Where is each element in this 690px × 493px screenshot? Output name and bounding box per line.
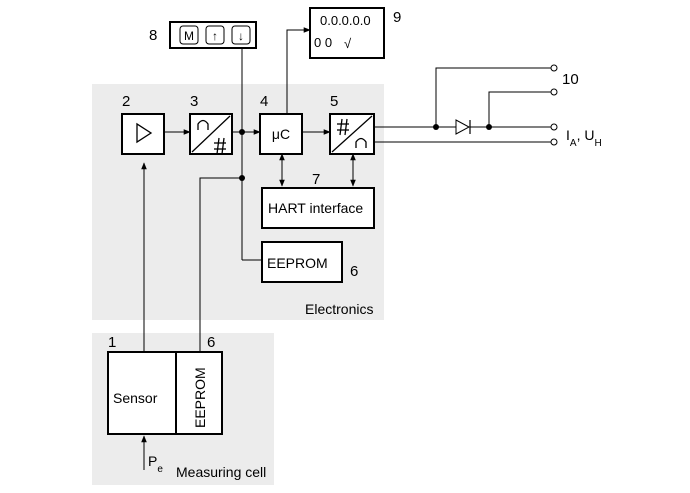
wire-switch-2	[488, 91, 552, 127]
terminal-output-2	[550, 138, 558, 146]
display-digits: 0.0.0.0.0	[320, 13, 371, 28]
wire-cell-eeprom-to-bus	[199, 177, 242, 352]
diode-icon	[450, 119, 476, 135]
terminal-switch-2	[550, 88, 558, 96]
microcontroller-block	[259, 113, 303, 155]
key-up-label: ↑	[212, 29, 218, 43]
amplifier-icon	[136, 122, 153, 144]
number-eeprom-electronics: 6	[350, 263, 358, 280]
hart-interface-block	[261, 187, 375, 229]
terminal-output-1	[550, 123, 558, 131]
number-display: 9	[393, 9, 401, 26]
number-keypad: 8	[149, 27, 157, 44]
eeprom-cell-label: EEPROM	[192, 367, 208, 428]
display-small-digits: 0 0	[314, 35, 332, 50]
number-amplifier: 2	[122, 93, 130, 110]
display-root-symbol: √	[344, 36, 352, 51]
output-sep: , U	[577, 127, 595, 143]
key-m-label: M	[184, 29, 194, 43]
hart-interface-label: HART interface	[268, 200, 363, 216]
junction-bus-top	[239, 129, 245, 135]
eeprom-electronics-block	[261, 241, 343, 283]
number-dac: 5	[330, 93, 338, 110]
amplifier-block	[121, 113, 165, 155]
number-eeprom-cell: 6	[207, 334, 215, 351]
number-switch-output: 10	[562, 71, 579, 88]
pressure-sub: e	[157, 464, 163, 475]
key-up-button	[205, 25, 225, 45]
number-microcontroller: 4	[260, 93, 268, 110]
dac-icon	[331, 115, 373, 153]
key-down-button	[231, 25, 251, 45]
display-block	[309, 7, 385, 59]
key-m-button	[179, 25, 199, 45]
junction-output-2	[486, 124, 492, 130]
key-down-label: ↓	[238, 29, 244, 43]
pressure-label: Pe	[148, 453, 163, 475]
number-adc: 3	[190, 93, 198, 110]
keypad-keys: M ↑ ↓	[179, 25, 251, 45]
pressure-p: P	[148, 453, 157, 469]
output-i: I	[566, 127, 570, 143]
sensor-block	[107, 351, 177, 435]
output-i-sub: A	[570, 138, 577, 149]
sensor-label: Sensor	[113, 390, 158, 406]
number-hart: 7	[312, 171, 320, 188]
number-sensor: 1	[108, 334, 116, 351]
microcontroller-label: μC	[272, 126, 290, 142]
output-u-sub: H	[594, 138, 601, 149]
eeprom-electronics-label: EEPROM	[267, 255, 328, 271]
electronics-label: Electronics	[305, 301, 373, 317]
terminal-switch-1	[550, 64, 558, 72]
eeprom-cell-block	[175, 351, 223, 435]
output-signal-label: IA, UH	[566, 127, 602, 149]
wire-uc-to-display	[286, 27, 311, 114]
junction-output-1	[433, 124, 439, 130]
measuring-cell-label: Measuring cell	[176, 464, 266, 480]
wire-switch-1	[435, 67, 552, 127]
adc-icon	[191, 115, 231, 155]
